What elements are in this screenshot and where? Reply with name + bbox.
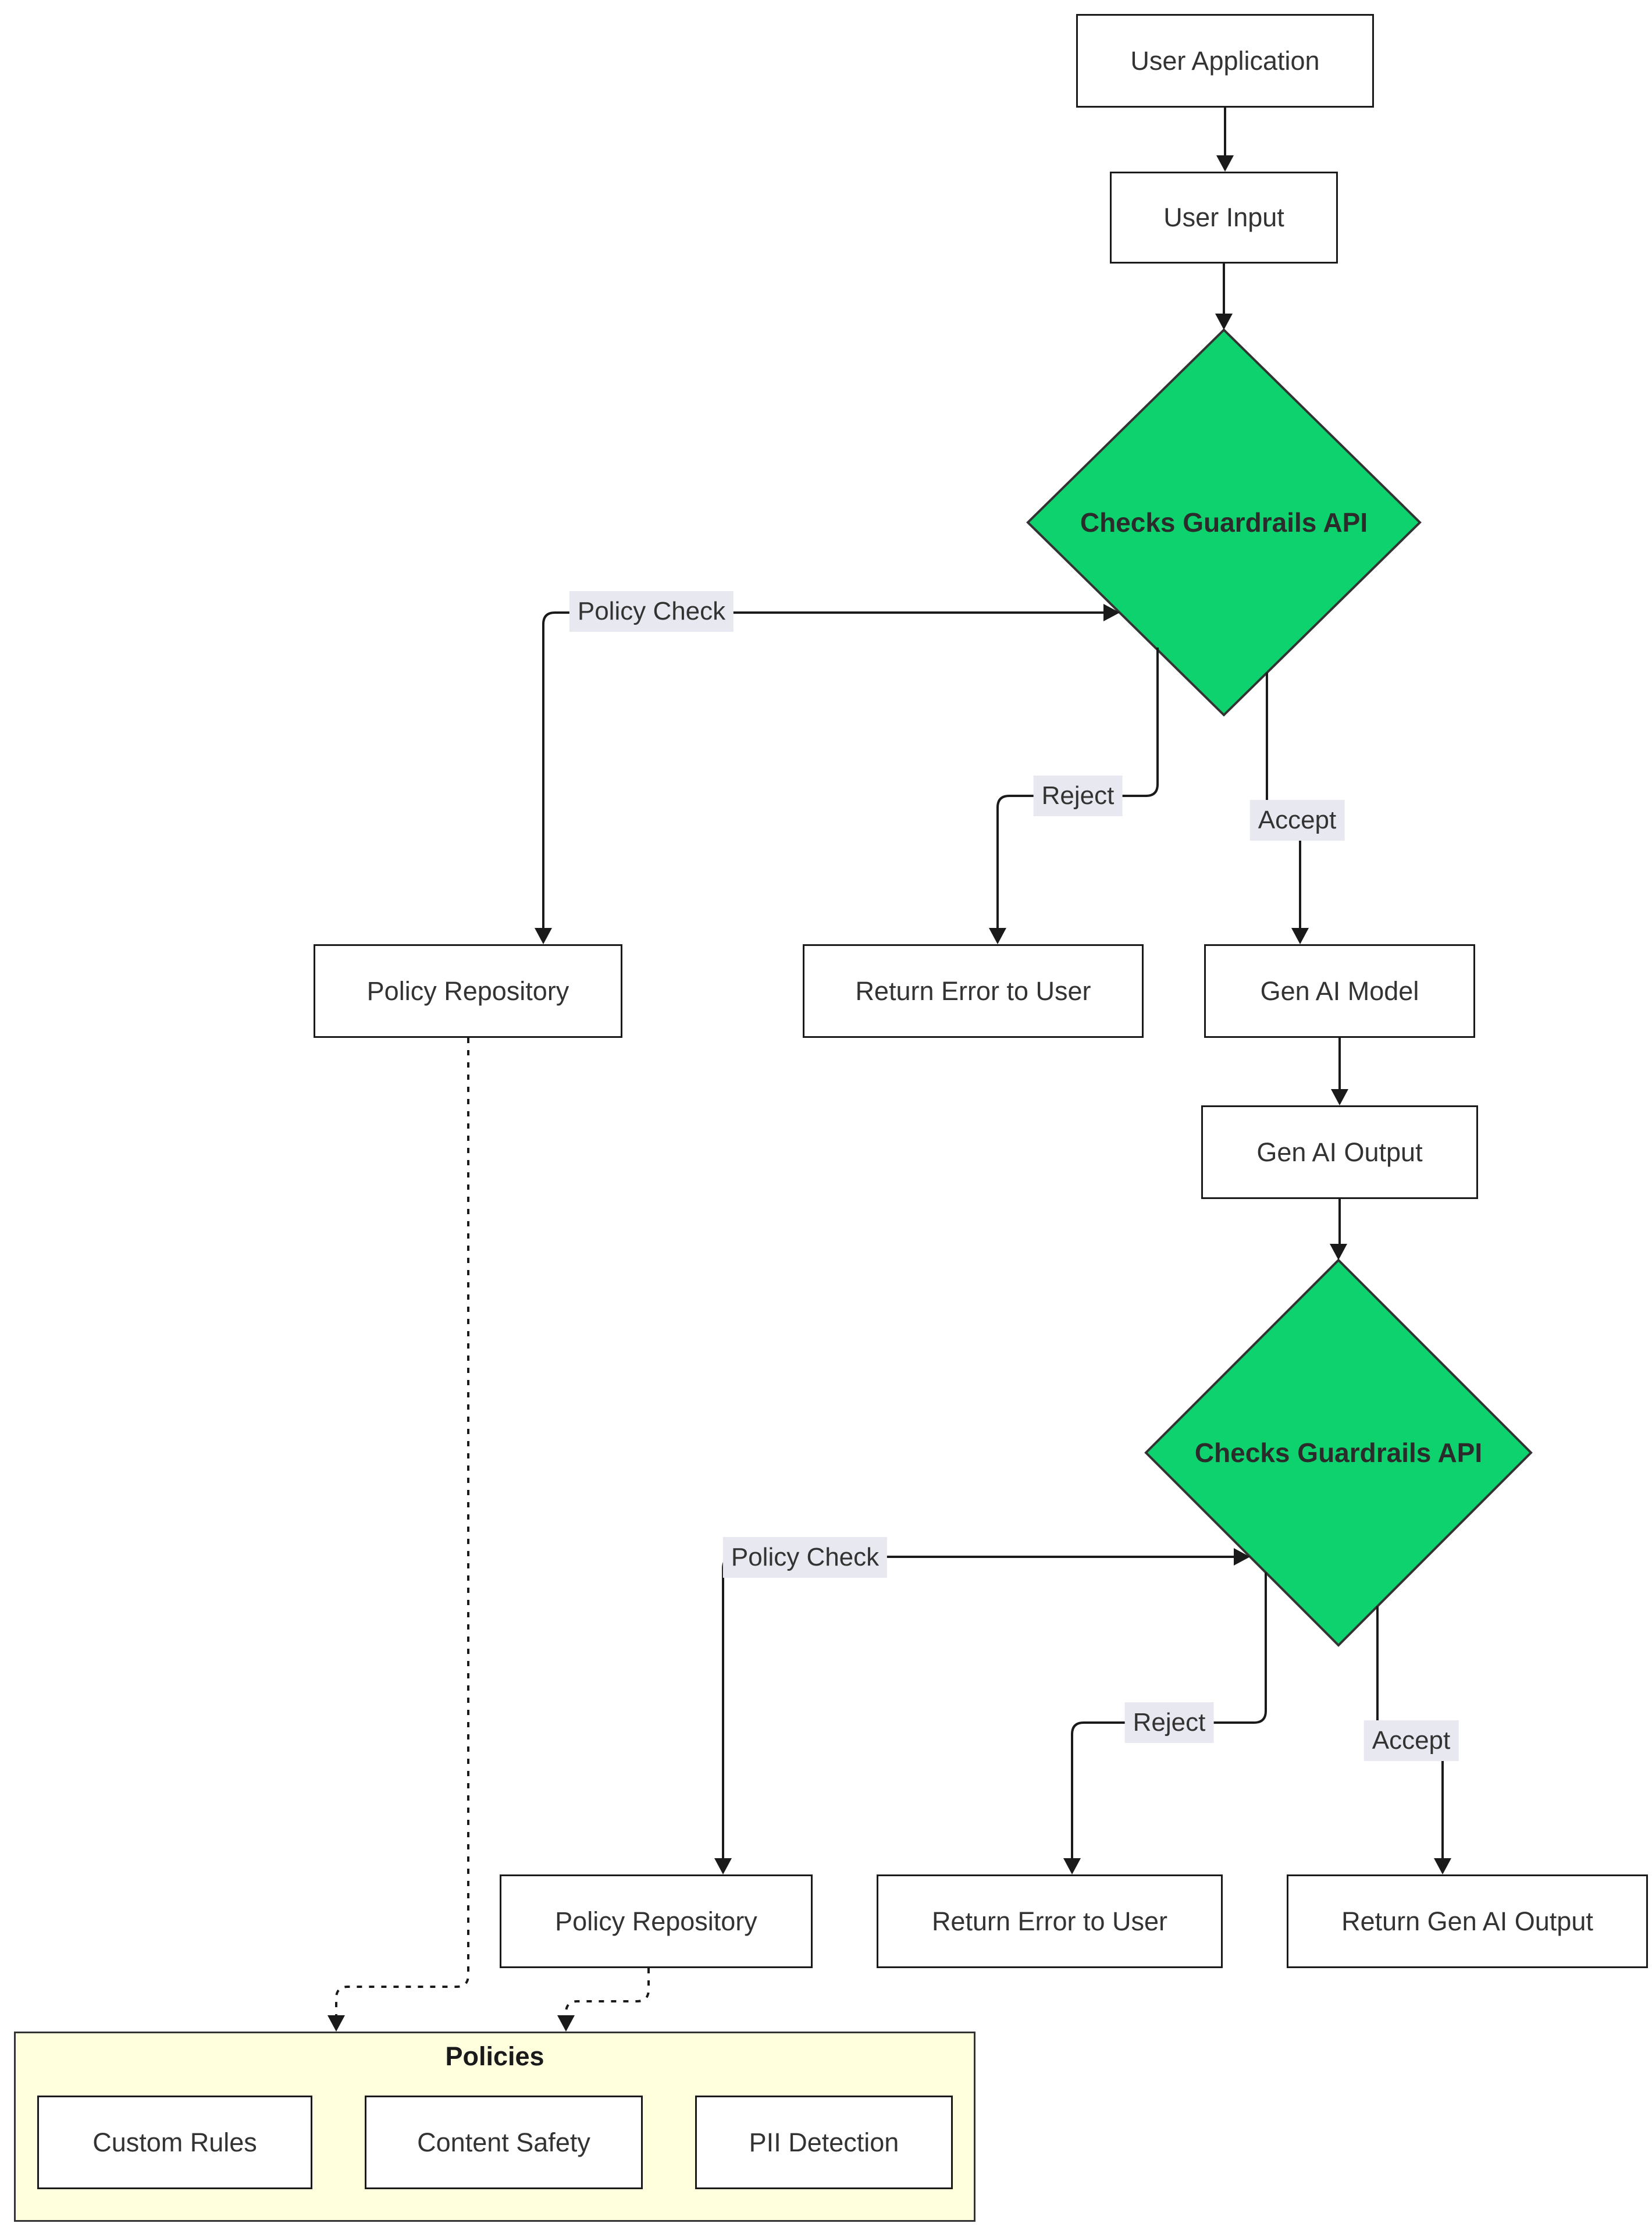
arrow-policies-link-1 <box>327 2015 345 2032</box>
node-gen-ai-model: Gen AI Model <box>1204 944 1475 1038</box>
node-pii-detection: PII Detection <box>695 2096 953 2189</box>
node-user-input: User Input <box>1110 172 1338 264</box>
arrow-reject-input <box>989 928 1006 944</box>
arrow-policy-check-output-to-diamond <box>1234 1548 1250 1566</box>
node-custom-rules: Custom Rules <box>37 2096 312 2189</box>
edge-policy-repository-output-to-policies <box>565 1968 650 2025</box>
node-content-safety-label: Content Safety <box>417 2127 590 2157</box>
node-user-application: User Application <box>1076 14 1374 108</box>
edge-label-policy-check-input: Policy Check <box>569 591 734 632</box>
arrow-policy-check-output-to-repository <box>714 1858 732 1874</box>
node-gen-ai-output: Gen AI Output <box>1201 1105 1478 1199</box>
guardrails-input-check-diamond <box>1026 328 1422 717</box>
node-return-error-output-label: Return Error to User <box>931 1906 1168 1936</box>
node-custom-rules-label: Custom Rules <box>92 2127 257 2157</box>
arrow-policies-link-2 <box>557 2015 575 2032</box>
arrow-policy-check-input-to-repository <box>535 928 552 944</box>
node-return-error-input: Return Error to User <box>803 944 1144 1038</box>
arrow-user-input <box>1216 155 1234 172</box>
arrow-guardrails-input <box>1215 314 1233 330</box>
node-return-error-output: Return Error to User <box>877 1874 1223 1968</box>
node-user-application-label: User Application <box>1130 45 1320 76</box>
node-guardrails-input-check-label: Checks Guardrails API <box>1080 507 1368 538</box>
policies-cluster-title: Policies <box>445 2041 544 2071</box>
arrow-reject-output <box>1063 1858 1081 1874</box>
arrow-policy-check-input-to-diamond <box>1103 604 1120 621</box>
node-return-gen-ai-output-label: Return Gen AI Output <box>1341 1906 1593 1936</box>
node-policy-repository-output-label: Policy Repository <box>555 1906 757 1936</box>
node-pii-detection-label: PII Detection <box>749 2127 899 2157</box>
edge-label-reject-input: Reject <box>1033 776 1123 816</box>
edge-label-accept-input: Accept <box>1249 800 1345 841</box>
node-policy-repository-input: Policy Repository <box>314 944 622 1038</box>
node-gen-ai-model-label: Gen AI Model <box>1260 976 1419 1006</box>
node-policy-repository-output: Policy Repository <box>500 1874 813 1968</box>
node-content-safety: Content Safety <box>365 2096 643 2189</box>
node-return-error-input-label: Return Error to User <box>855 976 1091 1006</box>
policies-cluster: Policies Custom Rules Content Safety PII… <box>14 2032 975 2222</box>
node-return-gen-ai-output: Return Gen AI Output <box>1287 1874 1648 1968</box>
node-user-input-label: User Input <box>1163 202 1284 232</box>
arrow-accept-output <box>1434 1858 1451 1874</box>
edge-label-accept-output: Accept <box>1363 1720 1459 1761</box>
edge-label-policy-check-output: Policy Check <box>722 1537 888 1578</box>
edge-label-reject-output: Reject <box>1124 1702 1214 1743</box>
node-policy-repository-input-label: Policy Repository <box>366 976 569 1006</box>
edge-policy-check-input <box>542 611 1103 937</box>
node-guardrails-output-check-label: Checks Guardrails API <box>1194 1438 1483 1468</box>
edge-accept-output <box>1376 1606 1444 1867</box>
arrow-accept-input <box>1291 928 1309 944</box>
guardrails-output-check-diamond <box>1144 1258 1533 1647</box>
node-gen-ai-output-label: Gen AI Output <box>1256 1137 1423 1167</box>
arrow-gen-ai-output <box>1331 1089 1348 1105</box>
arrow-guardrails-output <box>1330 1244 1347 1260</box>
edge-policy-repository-input-to-policies <box>335 1038 469 2025</box>
